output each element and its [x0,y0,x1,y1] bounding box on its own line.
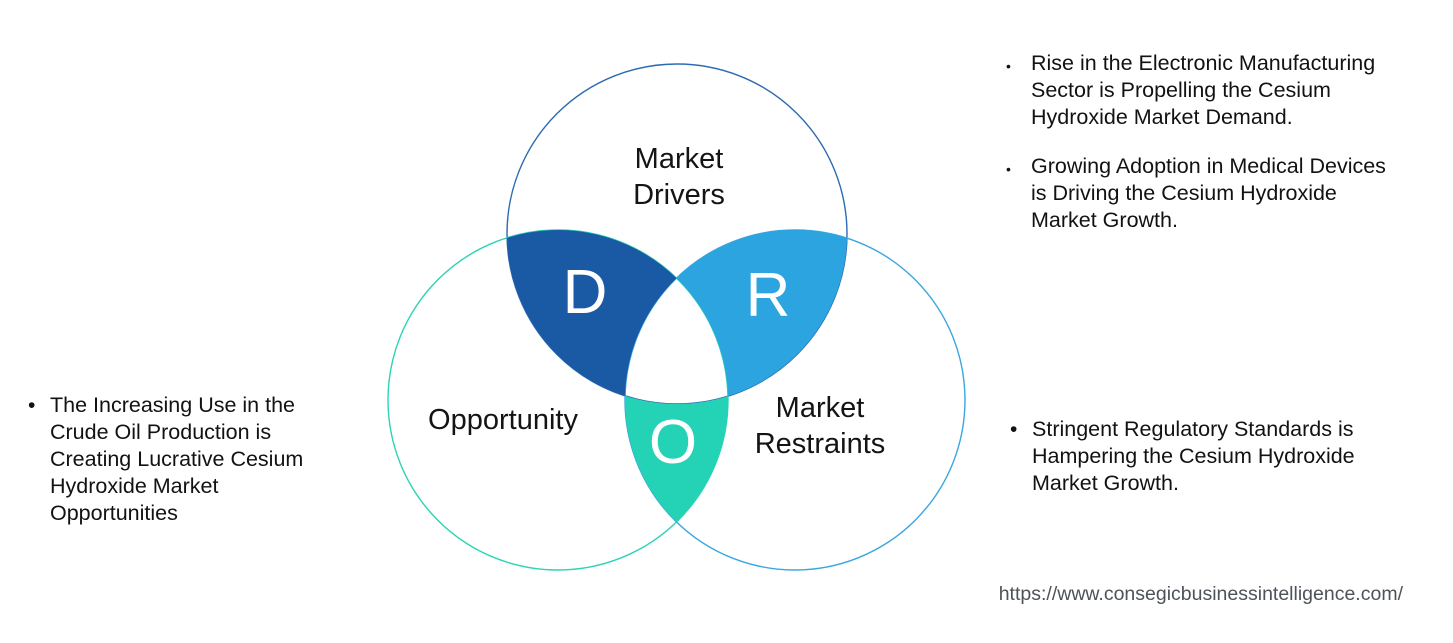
opportunity-lens [624,395,729,522]
opportunity-circle-label: Opportunity [428,404,578,436]
source-url: https://www.consegicbusinessintelligence… [998,583,1403,605]
drivers-note-text-2: Growing Adoption in Medical Devices is D… [1031,154,1386,232]
drivers-lens-letter: D [562,258,608,327]
bullet-icon: • [1006,161,1011,177]
spacer [1006,131,1436,153]
restraints-circle-label: Market Restraints [754,392,886,460]
drivers-notes: • Rise in the Electronic Manufacturing S… [1006,50,1436,234]
opportunity-note-text: The Increasing Use in the Crude Oil Prod… [50,393,304,525]
opportunity-notes: • The Increasing Use in the Crude Oil Pr… [28,392,358,527]
drivers-lens [507,230,677,396]
bullet-icon: • [1006,58,1011,74]
list-item: • The Increasing Use in the Crude Oil Pr… [28,392,358,527]
restraints-lens [676,229,847,397]
bullet-icon: • [28,394,36,417]
list-item: • Rise in the Electronic Manufacturing S… [1006,50,1436,131]
restraints-lens-letter: R [745,261,791,330]
restraints-note-text: Stringent Regulatory Standards is Hamper… [1032,417,1355,495]
restraints-notes: • Stringent Regulatory Standards is Hamp… [1010,416,1430,497]
opportunity-lens-letter: O [648,408,698,477]
list-item: • Stringent Regulatory Standards is Hamp… [1010,416,1430,497]
list-item: • Growing Adoption in Medical Devices is… [1006,153,1436,234]
bullet-icon: • [1010,418,1018,441]
drivers-note-text-1: Rise in the Electronic Manufacturing Sec… [1031,51,1376,129]
drivers-circle-label: Market Drivers [633,143,725,211]
